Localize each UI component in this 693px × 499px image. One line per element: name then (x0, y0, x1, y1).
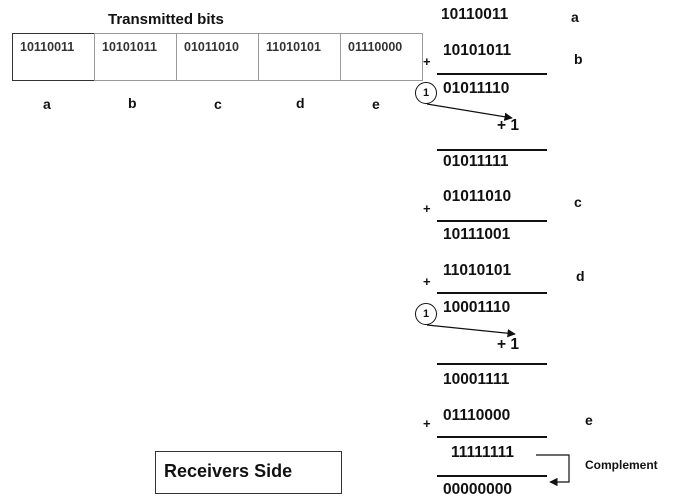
operand-c: 01011010 (443, 188, 512, 205)
complement-arrow (536, 454, 570, 487)
cell-label-c: c (214, 96, 222, 112)
plus-sign-1: + (423, 54, 431, 69)
sum-line-2 (437, 149, 547, 151)
carry-circle-1: 1 (415, 82, 437, 104)
side-label-a: a (571, 9, 579, 25)
sum-5: 10001111 (443, 371, 510, 388)
sum-line-4 (437, 292, 547, 294)
carry-arrow-2 (426, 324, 516, 338)
carry-circle-2: 1 (415, 303, 437, 325)
sum-line-3 (437, 220, 547, 222)
plus-one-2: + 1 (497, 336, 519, 353)
receivers-side-box: Receivers Side (155, 451, 342, 494)
bit-cell-e: 01110000 (340, 33, 423, 81)
operand-e: 01110000 (443, 407, 511, 424)
side-label-e: e (585, 412, 593, 428)
side-label-d: d (576, 268, 585, 284)
plus-one-1: + 1 (497, 117, 519, 134)
cell-label-e: e (372, 96, 380, 112)
plus-sign-4: + (423, 416, 431, 431)
operand-d: 11010101 (443, 262, 512, 279)
sum-2: 01011111 (443, 153, 509, 170)
sum-6: 11111111 (451, 444, 514, 461)
sum-1: 01011110 (443, 80, 510, 97)
complement-label: Complement (585, 458, 658, 472)
side-label-b: b (574, 51, 583, 67)
cell-label-d: d (296, 95, 305, 111)
side-label-c: c (574, 194, 582, 210)
carry-arrow-1 (426, 103, 513, 121)
plus-sign-2: + (423, 201, 431, 216)
sum-line-1 (437, 73, 547, 75)
sum-line-6 (437, 436, 547, 438)
operand-b: 10101011 (443, 42, 512, 59)
sum-4: 10001110 (443, 299, 511, 316)
result: 00000000 (443, 481, 512, 498)
transmitted-bits-title: Transmitted bits (108, 11, 224, 28)
plus-sign-3: + (423, 274, 431, 289)
sum-line-7 (437, 475, 547, 477)
cell-label-a: a (43, 96, 51, 112)
sum-line-5 (437, 363, 547, 365)
sum-3: 10111001 (443, 226, 511, 243)
cell-label-b: b (128, 95, 137, 111)
operand-a: 10110011 (441, 6, 509, 23)
